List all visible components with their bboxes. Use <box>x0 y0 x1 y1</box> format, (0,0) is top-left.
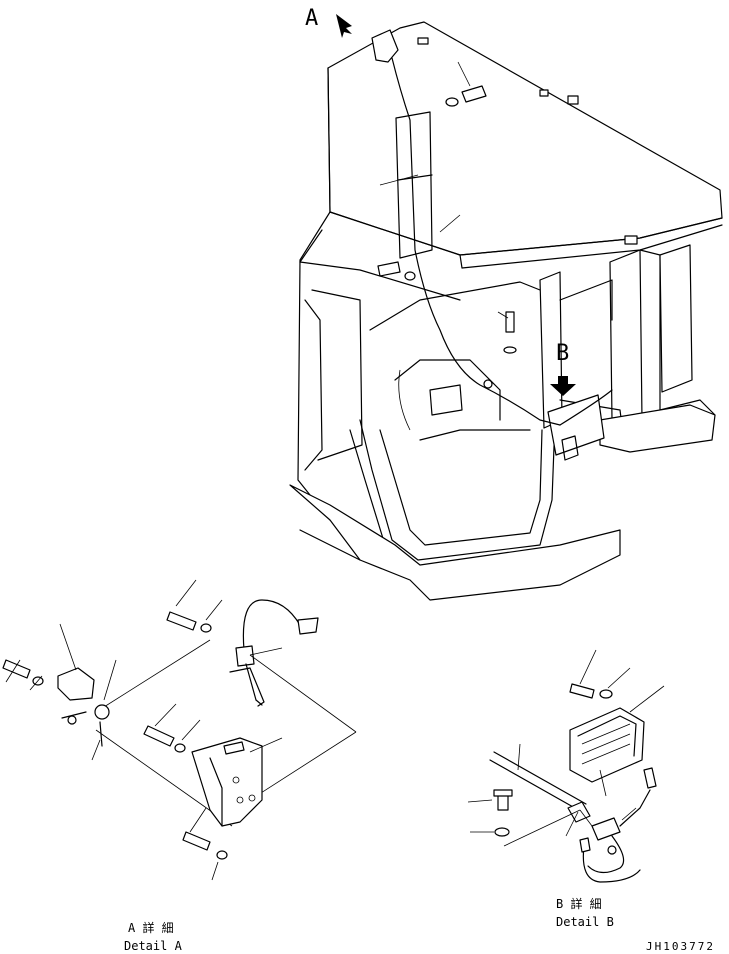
antenna-bracket <box>191 737 263 827</box>
detail-b-title-en: Detail B <box>556 915 614 929</box>
view-b-marker: B <box>550 341 576 396</box>
view-b-label: B <box>556 341 569 366</box>
detail-b-diagram <box>467 649 665 883</box>
detail-a-title-jp: A 詳 細 <box>128 920 174 935</box>
controller-box <box>569 707 645 783</box>
view-b-arrow-icon <box>550 376 576 396</box>
cab-assembly <box>289 21 723 601</box>
detail-b-caption: B 詳 細 Detail B <box>556 896 614 929</box>
antenna-base <box>57 667 95 701</box>
detail-a-title-en: Detail A <box>124 939 183 953</box>
detail-a-diagram <box>2 579 357 881</box>
view-a-label: A <box>305 6 318 31</box>
detail-b-title-jp: B 詳 細 <box>556 896 602 911</box>
drawing-number: JH103772 <box>646 940 715 953</box>
detail-a-caption: A 詳 細 Detail A <box>124 920 183 953</box>
view-a-arrow-icon <box>336 14 352 38</box>
view-a-marker: A <box>305 6 352 38</box>
roof-cap <box>417 37 429 45</box>
antenna-mount <box>371 29 399 63</box>
cab-harness <box>391 57 561 426</box>
